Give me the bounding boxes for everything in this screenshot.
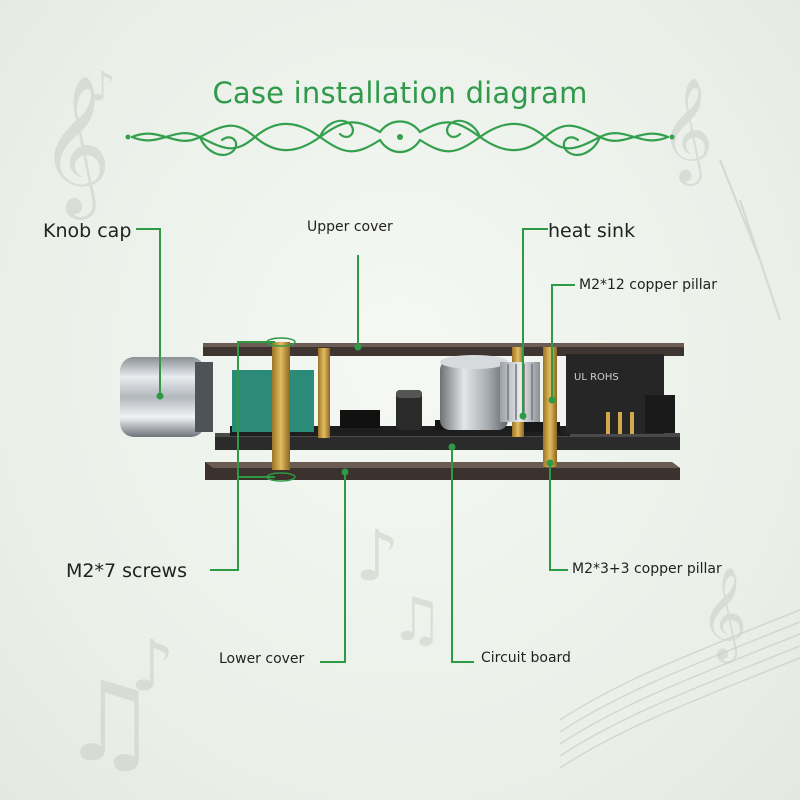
staff-lines <box>559 609 800 769</box>
leader-circuit-board <box>451 447 474 663</box>
label-m2-12-copper-pillar: M2*12 copper pillar <box>579 277 717 293</box>
leader-lower-cover <box>320 472 346 663</box>
music-note-icon: ♪ <box>130 625 175 707</box>
label-m2-3-3-copper-pillar: M2*3+3 copper pillar <box>572 561 722 577</box>
music-note-icon: ♫ <box>60 658 159 786</box>
leader-m2-7-screws <box>210 341 275 571</box>
large-capacitor <box>440 355 508 430</box>
label-lower-cover: Lower cover <box>219 651 305 667</box>
music-note-icon: ♫ <box>390 585 444 655</box>
leader-m2-12-pillar <box>551 284 575 400</box>
music-note-icon: ♪ <box>90 64 116 110</box>
lower-cover-plate <box>205 462 680 480</box>
label-knob-cap: Knob cap <box>43 220 132 242</box>
diagram-title: Case installation diagram <box>212 76 588 110</box>
label-circuit-board: Circuit board <box>481 650 571 666</box>
ul-rohs-mark: UL ROHS <box>574 372 619 383</box>
label-upper-cover: Upper cover <box>307 219 393 235</box>
small-capacitor <box>396 390 422 430</box>
audio-jack: UL ROHS <box>566 354 675 434</box>
leader-heat-sink <box>522 228 548 416</box>
leader-knob-cap <box>136 228 161 396</box>
label-m2-7-screws: M2*7 screws <box>66 560 187 582</box>
leader-m2-3-3-pillar <box>549 463 568 571</box>
music-note-icon: ♪ <box>355 515 400 597</box>
heat-sink <box>500 362 540 422</box>
label-heat-sink: heat sink <box>548 220 636 242</box>
treble-clef-icon: 𝄞 <box>40 75 111 220</box>
